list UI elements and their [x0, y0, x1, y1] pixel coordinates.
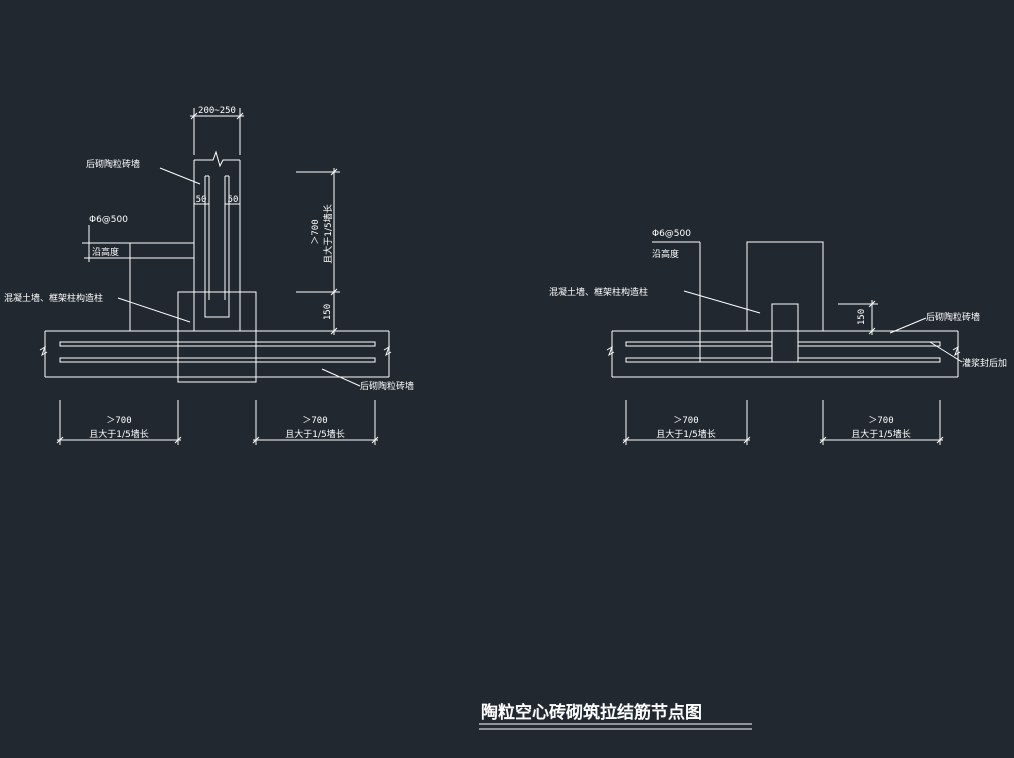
right-rebar	[625, 303, 941, 363]
right-label-grout: 灌浆封后加	[962, 357, 1007, 369]
left-rebar-loops	[59, 341, 376, 363]
right-label-column: 混凝土墙、框架柱构造柱	[549, 286, 648, 298]
drawing-title-block: 陶粒空心砖砌筑拉结筋节点图	[479, 702, 752, 730]
left-horizontal-wall	[39, 330, 392, 378]
right-label-wall: 后砌陶粒砖墙	[926, 311, 980, 323]
dim-left-span-note: 且大于1/5墙长	[89, 428, 149, 440]
dim-50-right: 50	[228, 195, 239, 205]
dim-right-span: ＞700	[302, 416, 327, 426]
label-bottom-wall: 后砌陶粒砖墙	[360, 380, 414, 392]
dim-200-250: 200~250	[198, 106, 236, 116]
dim-700-note: 且大于1/5墙长	[322, 204, 334, 264]
drawing-title: 陶粒空心砖砌筑拉结筋节点图	[481, 702, 702, 723]
right-dim-left-span-note: 且大于1/5墙长	[656, 428, 716, 440]
dim-150: 150	[323, 304, 333, 320]
label-column: 混凝土墙、框架柱构造柱	[4, 292, 103, 304]
right-dim-left-span: ＞700	[673, 416, 698, 426]
right-dim-150: 150	[838, 300, 878, 335]
left-vertical-wall	[193, 150, 241, 331]
right-dim-150-text: 150	[857, 309, 867, 325]
dim-right-span-note: 且大于1/5墙长	[285, 428, 345, 440]
left-concrete-column	[177, 291, 257, 383]
right-detail: Φ6@500 沿高度 混凝土墙、框架柱构造柱 后砌陶粒砖墙 灌浆封后加 150	[549, 229, 1007, 445]
right-horizontal-wall	[606, 330, 961, 378]
left-labels: 后砌陶粒砖墙 Φ6@500 沿高度 混凝土墙、框架柱构造柱 后砌陶粒砖墙	[4, 158, 414, 392]
right-dim-right-span: ＞700	[868, 416, 893, 426]
right-label-rebar-note: 沿高度	[652, 248, 679, 260]
right-labels: Φ6@500 沿高度 混凝土墙、框架柱构造柱 后砌陶粒砖墙 灌浆封后加	[549, 229, 1007, 369]
dim-left-span: ＞700	[106, 416, 131, 426]
dim-700: ＞700	[311, 219, 321, 244]
dim-50-left: 50	[196, 195, 207, 205]
left-bottom-dims: ＞700 且大于1/5墙长 ＞700 且大于1/5墙长	[56, 400, 379, 445]
label-top-wall: 后砌陶粒砖墙	[86, 158, 140, 170]
right-concrete-column	[746, 241, 824, 332]
left-dim-50s: 50 50	[194, 195, 240, 205]
left-dim-vertical: ＞700 且大于1/5墙长 150	[296, 168, 340, 335]
right-bottom-dims: ＞700 且大于1/5墙长 ＞700 且大于1/5墙长	[622, 400, 944, 445]
label-rebar-note: 沿高度	[92, 246, 119, 258]
right-dim-right-span-note: 且大于1/5墙长	[851, 428, 911, 440]
left-dim-top: 200~250	[190, 106, 244, 155]
left-detail: 200~250 50 50 ＞700 且大于1/5墙长 150 后砌陶粒砖墙 Φ…	[4, 106, 414, 445]
label-rebar: Φ6@500	[89, 215, 128, 225]
right-label-rebar: Φ6@500	[652, 229, 691, 239]
